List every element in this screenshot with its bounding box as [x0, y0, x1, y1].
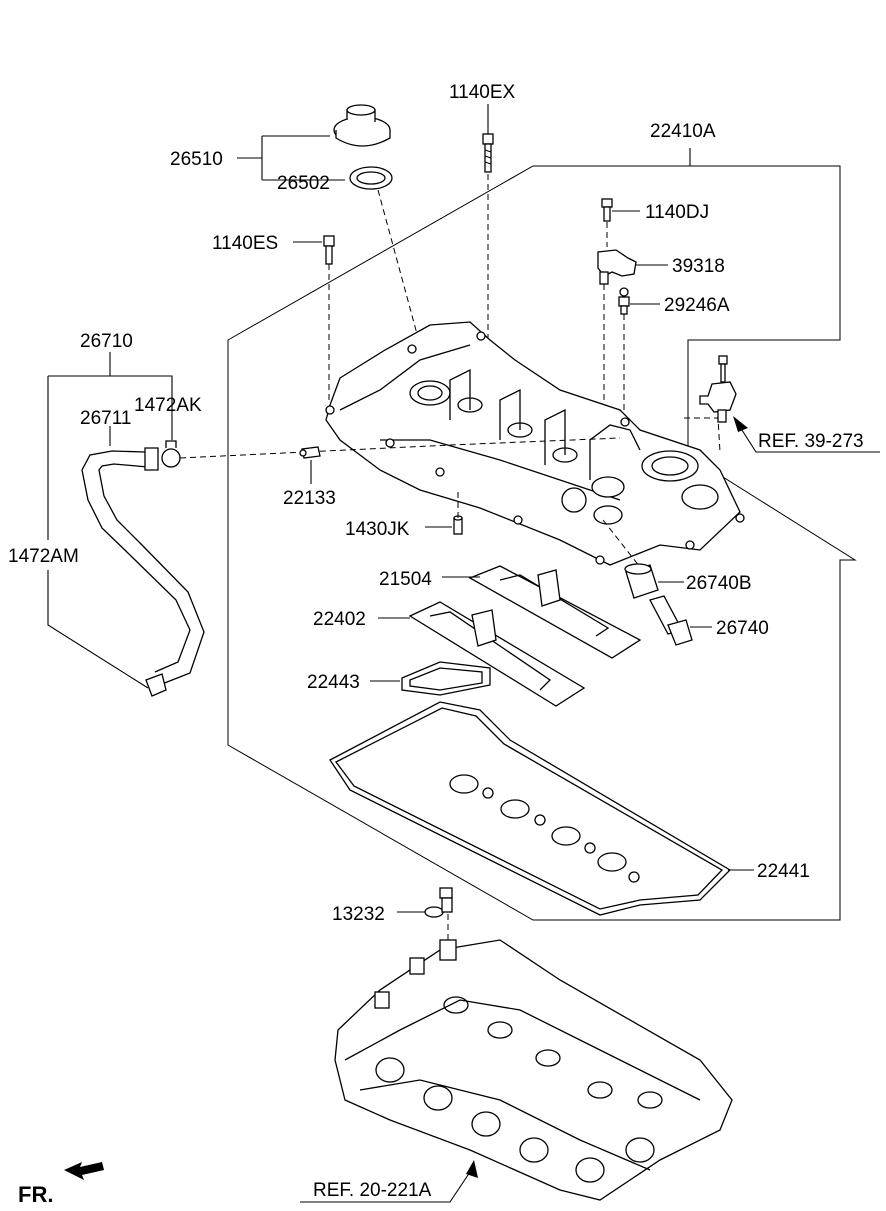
ref-39-273-arrow	[733, 416, 880, 453]
label-29246a[interactable]: 29246A	[664, 295, 730, 316]
filler-cap-seal[interactable]	[349, 166, 393, 190]
label-26740[interactable]: 26740	[716, 618, 769, 639]
label-22133[interactable]: 22133	[283, 488, 336, 509]
assembly-frame	[227, 165, 857, 921]
label-1140dj[interactable]: 1140DJ	[645, 202, 709, 223]
pin-1430jk[interactable]	[453, 515, 463, 535]
label-21504[interactable]: 21504	[379, 569, 432, 590]
label-1140es[interactable]: 1140ES	[212, 233, 278, 254]
label-1430jk[interactable]: 1430JK	[345, 519, 410, 540]
cam-sensor-39318[interactable]	[597, 249, 637, 285]
label-1472ak[interactable]: 1472AK	[134, 395, 202, 416]
gasket-22443[interactable]	[401, 661, 491, 696]
label-39318[interactable]: 39318	[672, 256, 725, 277]
bolt-1140ex[interactable]	[482, 133, 494, 173]
plug-13232[interactable]	[424, 887, 453, 918]
label-22402[interactable]: 22402	[313, 609, 366, 630]
gasket-21504[interactable]	[468, 565, 642, 659]
label-1140ex[interactable]: 1140EX	[449, 82, 516, 103]
ref-sensor[interactable]	[699, 355, 737, 423]
label-13232[interactable]: 13232	[332, 904, 385, 925]
pcv-hose[interactable]	[81, 447, 205, 697]
hose-clamp-1472ak[interactable]	[161, 440, 181, 468]
front-arrow-icon	[64, 1162, 104, 1180]
ref-20-221a[interactable]: REF. 20-221A	[313, 1180, 432, 1201]
ref-20-221a-arrow	[300, 1160, 478, 1203]
ref-39-273[interactable]: REF. 39-273	[758, 431, 864, 452]
part-26740[interactable]	[649, 595, 693, 646]
plate-22402[interactable]	[408, 601, 586, 707]
label-26502[interactable]: 26502	[277, 173, 330, 194]
part-26740b[interactable]	[624, 563, 659, 599]
label-26710[interactable]: 26710	[80, 331, 133, 352]
plug-29246a[interactable]	[618, 287, 630, 315]
label-22441[interactable]: 22441	[757, 861, 810, 882]
label-22443[interactable]: 22443	[307, 672, 360, 693]
label-26740b[interactable]: 26740B	[686, 573, 752, 594]
cylinder-head[interactable]	[334, 939, 733, 1201]
rocker-cover[interactable]	[325, 321, 745, 566]
label-1472am[interactable]: 1472AM	[8, 546, 79, 567]
bolt-1140es[interactable]	[323, 235, 335, 265]
oil-filler-cap[interactable]	[333, 104, 391, 147]
front-label: FR.	[18, 1182, 53, 1207]
label-26510[interactable]: 26510	[170, 149, 223, 170]
label-22410a[interactable]: 22410A	[650, 121, 716, 142]
gasket-22441[interactable]	[329, 701, 732, 916]
label-26711[interactable]: 26711	[80, 408, 131, 429]
part-22133[interactable]	[299, 446, 321, 459]
bolt-1140dj[interactable]	[601, 198, 613, 222]
